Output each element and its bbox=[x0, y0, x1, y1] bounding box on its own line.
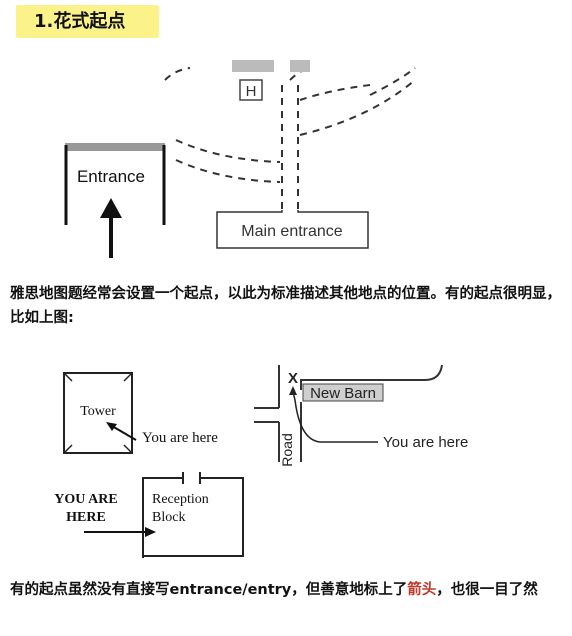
main-entrance-label: Main entrance bbox=[241, 223, 342, 240]
paragraph-2-before: 有的起点虽然没有直接写entrance/entry，但善意地标上了 bbox=[10, 582, 408, 598]
paragraph-2-after: ，也很一目了然 bbox=[436, 582, 538, 598]
you-are-here-label-3: You are here bbox=[383, 434, 468, 451]
paragraph-2: 有的起点虽然没有直接写entrance/entry，但善意地标上了箭头，也很一目… bbox=[10, 578, 566, 602]
reception-label-line2: Block bbox=[152, 510, 185, 525]
up-arrow-icon bbox=[100, 198, 122, 258]
gate-pillars-icon bbox=[232, 60, 310, 72]
road-label: Road bbox=[279, 433, 295, 466]
you-are-here-label-1: You are here bbox=[142, 430, 218, 446]
tower-reception-figure: Tower You are here Reception Block YOU A… bbox=[54, 372, 244, 558]
road-barn-figure: X New Barn Road You are here bbox=[254, 364, 468, 467]
paragraph-1: 雅思地图题经常会设置一个起点，以此为标准描述其他地点的位置。有的起点很明显，比如… bbox=[10, 286, 561, 326]
h-label: H bbox=[246, 83, 257, 100]
reception-label-line1: Reception bbox=[152, 492, 209, 507]
new-barn-label: New Barn bbox=[310, 385, 376, 402]
x-mark: X bbox=[288, 370, 298, 387]
right-arrow-icon bbox=[84, 527, 156, 537]
curved-pointer-icon bbox=[289, 386, 378, 443]
section-heading: 1.花式起点 bbox=[16, 5, 159, 38]
here-label: HERE bbox=[66, 510, 106, 525]
you-are-label: YOU ARE bbox=[54, 492, 117, 507]
arrow-icon bbox=[106, 422, 137, 441]
tower-label: Tower bbox=[80, 404, 116, 419]
arrow-highlight-text: 箭头 bbox=[407, 582, 437, 598]
entrance-map-figure: H Entrance Main entrance bbox=[64, 60, 416, 258]
entrance-label: Entrance bbox=[77, 167, 145, 186]
